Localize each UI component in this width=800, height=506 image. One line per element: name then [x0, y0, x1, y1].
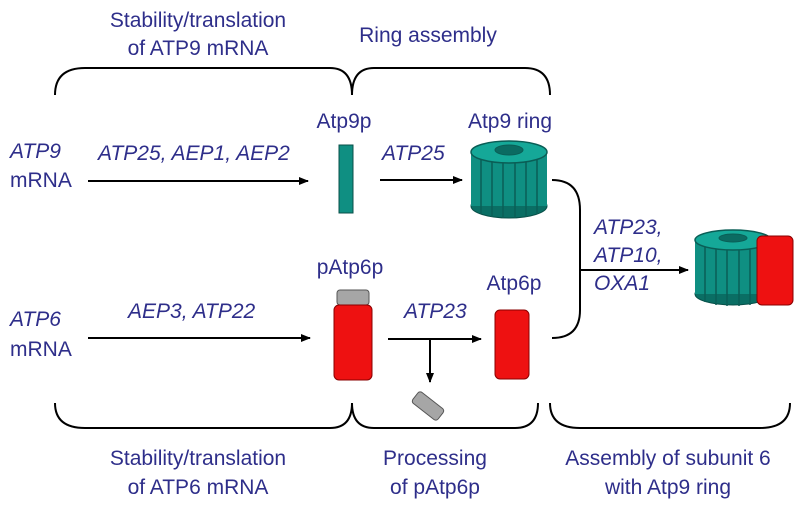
- assembly-factor-2: ATP10,: [592, 244, 662, 267]
- bottom-right-label-line2: with Atp9 ring: [604, 476, 731, 499]
- bottom-mid-label-line2: of pAtp6p: [390, 476, 480, 499]
- top-right-label: Ring assembly: [359, 24, 497, 47]
- assembly-factor-3: OXA1: [594, 272, 650, 295]
- top-left-label-line2: of ATP9 mRNA: [128, 37, 269, 60]
- atp9-ring: [470, 140, 548, 219]
- bracket-bottom-left: [54, 402, 353, 429]
- top-left-label-line1: Stability/translation: [110, 9, 286, 32]
- bracket-bottom-mid: [351, 402, 539, 429]
- atp6-gene-label: ATP6: [8, 308, 61, 331]
- bottom-mid-label-line1: Processing: [383, 447, 487, 470]
- cleaved-presequence: [411, 391, 445, 421]
- atp6-mrna-label: mRNA: [10, 338, 72, 361]
- assembly-factor-1: ATP23,: [592, 216, 662, 239]
- bracket-top-right: [351, 67, 551, 96]
- atp9-translation-factors: ATP25, AEP1, AEP2: [96, 142, 290, 165]
- bottom-right-label-line1: Assembly of subunit 6: [565, 447, 770, 470]
- patp6p-body: [333, 304, 373, 381]
- atp6p-label: Atp6p: [487, 272, 542, 295]
- atp9-ring-label: Atp9 ring: [468, 110, 552, 133]
- assembly-connector-bottom: [551, 270, 581, 339]
- assembled-complex: [694, 229, 794, 306]
- bottom-left-label-line2: of ATP6 mRNA: [128, 476, 269, 499]
- assembly-connector-top: [551, 179, 581, 270]
- bracket-top-left: [54, 67, 353, 96]
- atp9-gene-label: ATP9: [8, 140, 61, 163]
- patp6p-presequence: [336, 289, 370, 306]
- bottom-left-label-line1: Stability/translation: [110, 447, 286, 470]
- processing-factor: ATP23: [402, 300, 467, 323]
- ring-assembly-factor: ATP25: [380, 142, 445, 165]
- atp6p-mature: [494, 309, 530, 380]
- atp9p-monomer: [338, 144, 354, 214]
- atp9p-label: Atp9p: [317, 110, 372, 133]
- bracket-bottom-right: [549, 402, 791, 429]
- atp6-translation-factors: AEP3, ATP22: [126, 300, 256, 323]
- atp9-mrna-label: mRNA: [10, 169, 72, 192]
- complex-atp6p-subunit: [756, 235, 794, 306]
- patp6p-label: pAtp6p: [317, 256, 384, 279]
